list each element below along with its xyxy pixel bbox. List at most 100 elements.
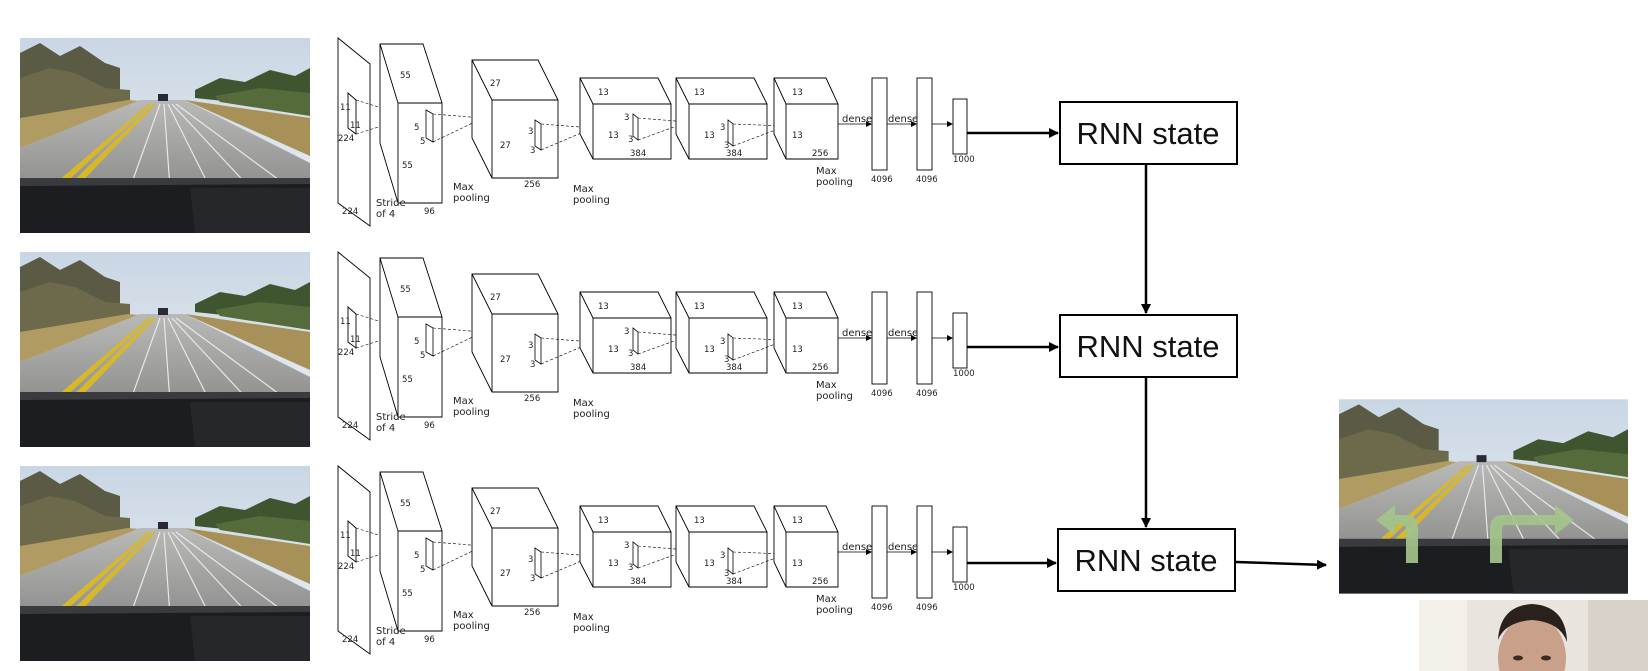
cnn-label: dense: [842, 328, 872, 339]
cnn-label: pooling: [453, 621, 490, 632]
cnn-label: 13: [792, 516, 803, 526]
cnn-label: 384: [726, 577, 742, 587]
cnn-label: 55: [402, 589, 413, 599]
cnn-label: 4096: [916, 175, 938, 185]
road-frame-1: [20, 38, 310, 233]
rnn-state-label: RNN state: [1077, 116, 1220, 151]
cnn-label: 13: [608, 131, 619, 141]
cnn-label: 256: [524, 608, 540, 618]
output-frame: [1339, 399, 1628, 594]
cnn-label: 3: [724, 355, 729, 365]
cnn-label: 55: [402, 375, 413, 385]
cnn-label: 3: [724, 569, 729, 579]
cnn-label: 13: [792, 131, 803, 141]
cnn-label: 3: [628, 135, 633, 145]
cnn-label: 256: [524, 180, 540, 190]
cnn-label: Stride: [376, 412, 406, 423]
cnn-label: 384: [630, 577, 646, 587]
cnn-label: 11: [340, 531, 351, 541]
cnn-label: 13: [608, 345, 619, 355]
cnn-label: 3: [720, 337, 725, 347]
cnn-label: 384: [726, 363, 742, 373]
cnn-label: dense: [842, 542, 872, 553]
cnn-label: 55: [400, 71, 411, 81]
cnn-label: 27: [500, 569, 511, 579]
cnn-label: 13: [792, 302, 803, 312]
cnn-label: 256: [812, 149, 828, 159]
cnn-label: 4096: [916, 389, 938, 399]
cnn-label: 11: [340, 103, 351, 113]
cnn-label: 5: [420, 137, 425, 147]
cnn-label: pooling: [816, 605, 853, 616]
cnn-label: 3: [528, 341, 533, 351]
cnn-label: 5: [414, 123, 419, 133]
cnn-label: 3: [624, 113, 629, 123]
cnn-label: 4096: [916, 603, 938, 613]
cnn-label: Max: [453, 396, 474, 407]
arrow-rnn3-to-output: [1235, 559, 1327, 570]
cnn-3: 11 11 224 224 Stride of 4 55 5 5 55 96 M…: [338, 466, 975, 654]
cnn-label: dense: [888, 114, 918, 125]
cnn-label: of 4: [376, 637, 395, 648]
cnn-label: 13: [704, 131, 715, 141]
cnn-label: pooling: [573, 409, 610, 420]
cnn-label: 3: [528, 127, 533, 137]
cnn-label: 3: [530, 146, 535, 156]
cnn-label: 3: [720, 123, 725, 133]
cnn-label: 384: [630, 363, 646, 373]
cnn-label: dense: [842, 114, 872, 125]
cnn-label: 4096: [871, 389, 893, 399]
cnn-label: 3: [530, 574, 535, 584]
cnn-label: 13: [598, 302, 609, 312]
cnn-label: 11: [350, 335, 361, 345]
cnn-label: 55: [400, 285, 411, 295]
cnn-label: 3: [528, 555, 533, 565]
cnn-label: 4096: [871, 603, 893, 613]
cnn-label: 3: [624, 327, 629, 337]
cnn-label: Max: [816, 166, 837, 177]
cnn-label: dense: [888, 542, 918, 553]
cnn-label: 384: [726, 149, 742, 159]
cnn-1: 11 11 224 224 Stride of 4 55 5 5 55 96 M…: [338, 38, 975, 226]
cnn-label: 27: [490, 79, 501, 89]
cnn-label: 5: [414, 337, 419, 347]
cnn-label: 27: [490, 293, 501, 303]
cnn-label: 256: [812, 577, 828, 587]
turn-arrows-icon: [1376, 505, 1574, 563]
cnn-label: pooling: [453, 407, 490, 418]
cnn-label: of 4: [376, 423, 395, 434]
cnn-label: 224: [338, 562, 354, 572]
cnn-label: 1000: [953, 155, 975, 165]
rnn-state-2: RNN state: [1059, 314, 1238, 378]
cnn-label: 5: [420, 351, 425, 361]
road-frame-2: [20, 252, 310, 447]
cnn-label: 224: [342, 421, 358, 431]
cnn-label: Stride: [376, 198, 406, 209]
frame-row-2: 11 11 224 224 Stride of 4 55 5 5 55 96 M…: [20, 252, 975, 447]
frame-row-1: 11 11 224 224 Stride of 4 55 5 5 55 96 M…: [20, 38, 975, 233]
cnn-label: 3: [624, 541, 629, 551]
cnn-label: 256: [524, 394, 540, 404]
cnn-label: 13: [608, 559, 619, 569]
road-frame-3: [20, 466, 310, 661]
cnn-label: Max: [573, 184, 594, 195]
cnn-label: 384: [630, 149, 646, 159]
cnn-2: 11 11 224 224 Stride of 4 55 5 5 55 96 M…: [338, 252, 975, 440]
webcam-inset: [1419, 600, 1648, 671]
rnn-state-label: RNN state: [1075, 543, 1218, 578]
cnn-label: 4096: [871, 175, 893, 185]
cnn-label: pooling: [816, 177, 853, 188]
cnn-label: pooling: [573, 195, 610, 206]
cnn-label: 11: [350, 121, 361, 131]
rnn-state-1: RNN state: [1059, 101, 1238, 165]
cnn-label: 13: [704, 345, 715, 355]
cnn-label: 27: [490, 507, 501, 517]
cnn-label: Max: [816, 594, 837, 605]
cnn-label: 13: [694, 516, 705, 526]
cnn-label: 27: [500, 141, 511, 151]
cnn-label: 55: [400, 499, 411, 509]
rnn-state-3: RNN state: [1057, 528, 1236, 592]
rnn-state-label: RNN state: [1077, 329, 1220, 364]
cnn-label: 3: [628, 349, 633, 359]
